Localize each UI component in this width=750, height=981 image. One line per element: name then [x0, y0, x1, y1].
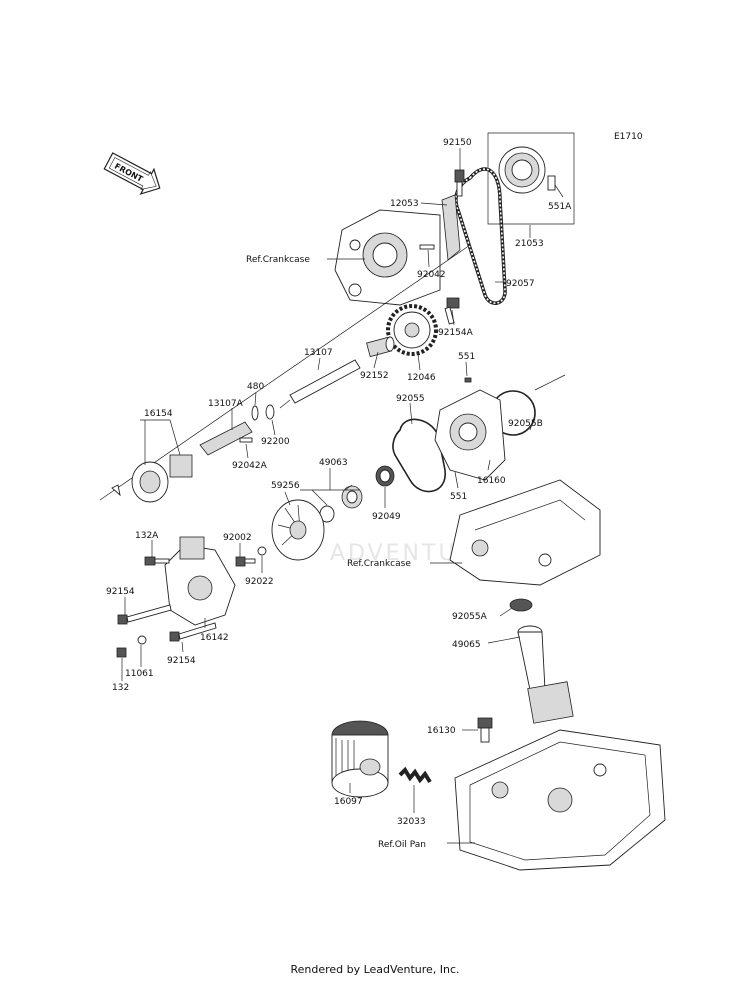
part-number-label: 21053	[515, 239, 544, 249]
part-number-label: 16097	[334, 797, 363, 807]
part-number-label: 92200	[261, 437, 290, 447]
part-number-label: Ref.Crankcase	[347, 559, 411, 569]
leader-lines	[121, 148, 564, 844]
mechanical-seal	[319, 485, 363, 523]
part-number-label: 16130	[427, 726, 456, 736]
part-number-label: 92055	[396, 394, 425, 404]
part-number-label: 551	[458, 352, 475, 362]
part-number-label: 92154	[106, 587, 135, 597]
axis-line	[99, 244, 471, 501]
part-number-label: 92022	[245, 577, 274, 587]
drive-chain	[454, 167, 507, 305]
part-number-label: 92150	[443, 138, 472, 148]
ring-92200	[265, 404, 275, 420]
part-number-label: 132A	[135, 531, 159, 541]
part-number-label: 92002	[223, 533, 252, 543]
part-number-label: 480	[247, 382, 264, 392]
watermark-text: ADVENTU	[330, 541, 458, 566]
bolt-92150	[454, 169, 465, 197]
part-number-label: 13107	[304, 348, 333, 358]
bolt-92154-lower	[169, 622, 217, 642]
part-number-label: 49063	[319, 458, 348, 468]
bolt-132	[116, 647, 127, 658]
part-number-label: 16154	[144, 409, 173, 419]
oil-pump-sprocket	[386, 304, 438, 356]
chain-guide	[441, 194, 461, 261]
part-number-label: 132	[112, 683, 129, 693]
part-number-label: 12053	[390, 199, 419, 209]
gasket-92055	[392, 418, 446, 493]
part-number-label: 59256	[271, 481, 300, 491]
oil-pump-sprocket-inset	[487, 132, 575, 225]
crankcase-lower	[449, 479, 601, 586]
shaft-13107A	[199, 421, 253, 456]
part-number-label: 92152	[360, 371, 389, 381]
relief-valve-16130	[477, 717, 493, 743]
bolt-132A	[144, 556, 170, 566]
oil-pump-housing-upper	[334, 209, 441, 306]
oil-pan	[454, 729, 666, 871]
pump-shaft	[279, 359, 361, 409]
spring-32033	[398, 766, 432, 784]
washer-92022	[257, 546, 267, 556]
part-number-label: 92042	[417, 270, 446, 280]
part-number-label: Ref.Crankcase	[246, 255, 310, 265]
dowel-551-upper	[464, 377, 472, 383]
part-number-label: 92154	[167, 656, 196, 666]
collar-92152	[366, 336, 395, 358]
oil-strainer	[517, 625, 574, 724]
part-number-label: 92055B	[508, 419, 543, 429]
part-number-label: 92055A	[452, 612, 488, 622]
bolt-92002	[235, 556, 256, 567]
part-labels: 92150 12053 551A 21053 Ref.Crankcase 920…	[106, 138, 572, 850]
part-number-label: 551	[450, 492, 467, 502]
part-number-label: 11061	[125, 669, 154, 679]
part-number-label: 92154A	[438, 328, 474, 338]
pump-rotor	[111, 454, 193, 503]
oring-92055A	[509, 598, 533, 612]
part-number-label: 32033	[397, 817, 426, 827]
oil-filter	[331, 720, 389, 798]
part-number-label: 92042A	[232, 461, 268, 471]
part-number-label: 92049	[372, 512, 401, 522]
part-number-label: 49065	[452, 640, 481, 650]
impeller-59256	[271, 499, 325, 561]
part-number-label: 12046	[407, 373, 436, 383]
bolt-92154A	[444, 297, 460, 325]
front-arrow-icon: FRONT	[103, 152, 161, 195]
pump-cover-16160	[434, 389, 506, 481]
diagram-code: E1710	[614, 132, 643, 142]
part-number-label: 16142	[200, 633, 229, 643]
footer-credit: Rendered by LeadVenture, Inc.	[290, 963, 460, 976]
part-number-label: 92057	[506, 279, 535, 289]
part-number-label: Ref.Oil Pan	[378, 840, 426, 850]
washer-11061	[137, 635, 147, 645]
bolt-92154-upper	[117, 604, 172, 625]
pin-92042A	[239, 437, 253, 443]
circlip-480	[251, 405, 259, 421]
part-number-label: 13107A	[208, 399, 244, 409]
water-pump-cover	[164, 536, 236, 626]
bearing-92049	[375, 465, 395, 487]
pin-92042	[419, 244, 435, 250]
part-number-label: 551A	[548, 202, 572, 212]
part-number-label: 16160	[477, 476, 506, 486]
